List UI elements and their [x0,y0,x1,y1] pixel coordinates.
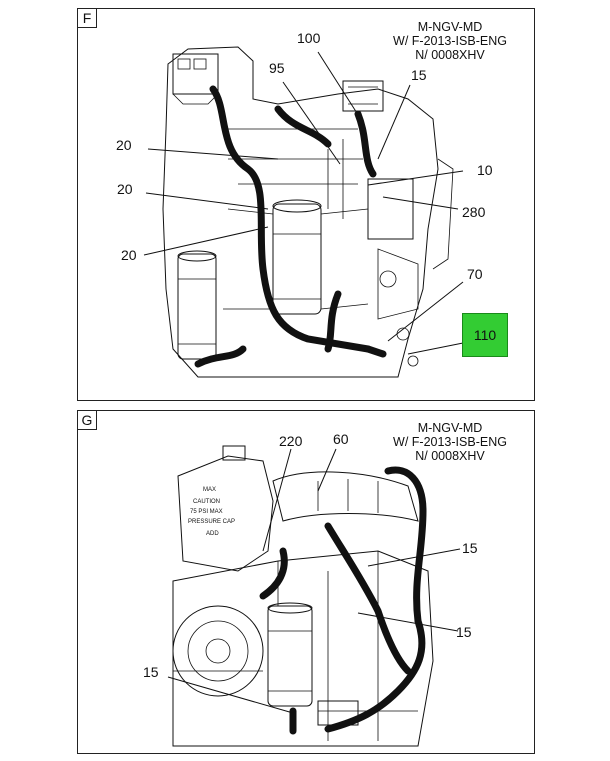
panel-g: G MAX CAUTION 75 PSI MAX PRESSURE CAP AD… [77,410,535,754]
panel-tag-g: G [78,411,97,430]
decal-max: MAX [203,487,216,493]
callout-10[interactable]: 10 [477,162,493,178]
callout-100[interactable]: 100 [297,30,321,46]
panel-tag-f: F [78,9,97,28]
callout-95[interactable]: 95 [269,60,285,76]
engine-drawing-g: MAX CAUTION 75 PSI MAX PRESSURE CAP ADD [167,445,461,747]
config-note-line: W/ F-2013-ISB-ENG [393,34,507,48]
config-note-g: M-NGV-MD W/ F-2013-ISB-ENG N/ 0008XHV [370,421,530,463]
panel-f: F [77,8,535,401]
callout-20-mid[interactable]: 20 [117,181,133,197]
config-note-line: W/ F-2013-ISB-ENG [393,435,507,449]
decal-add: ADD [206,531,219,537]
callout-15-upper[interactable]: 15 [462,540,478,556]
config-note-line: N/ 0008XHV [415,449,485,463]
config-note-f: M-NGV-MD W/ F-2013-ISB-ENG N/ 0008XHV [370,20,530,62]
callout-60[interactable]: 60 [333,431,349,447]
engine-drawing-f [143,46,464,378]
decal-caution: CAUTION [193,499,220,505]
callout-15-lower[interactable]: 15 [143,664,159,680]
config-note-line: M-NGV-MD [417,20,483,34]
config-note-line: M-NGV-MD [417,421,483,435]
callout-70[interactable]: 70 [467,266,483,282]
decal-psi: 75 PSI MAX [190,509,223,515]
callout-280[interactable]: 280 [462,204,486,220]
callout-20-top[interactable]: 20 [116,137,132,153]
callout-110-highlighted[interactable]: 110 [462,313,508,357]
callout-20-bottom[interactable]: 20 [121,247,137,263]
decal-pressure-cap: PRESSURE CAP [188,519,235,525]
callout-15-middle[interactable]: 15 [456,624,472,640]
config-note-line: N/ 0008XHV [415,48,485,62]
callout-15[interactable]: 15 [411,67,427,83]
callout-220[interactable]: 220 [279,433,303,449]
